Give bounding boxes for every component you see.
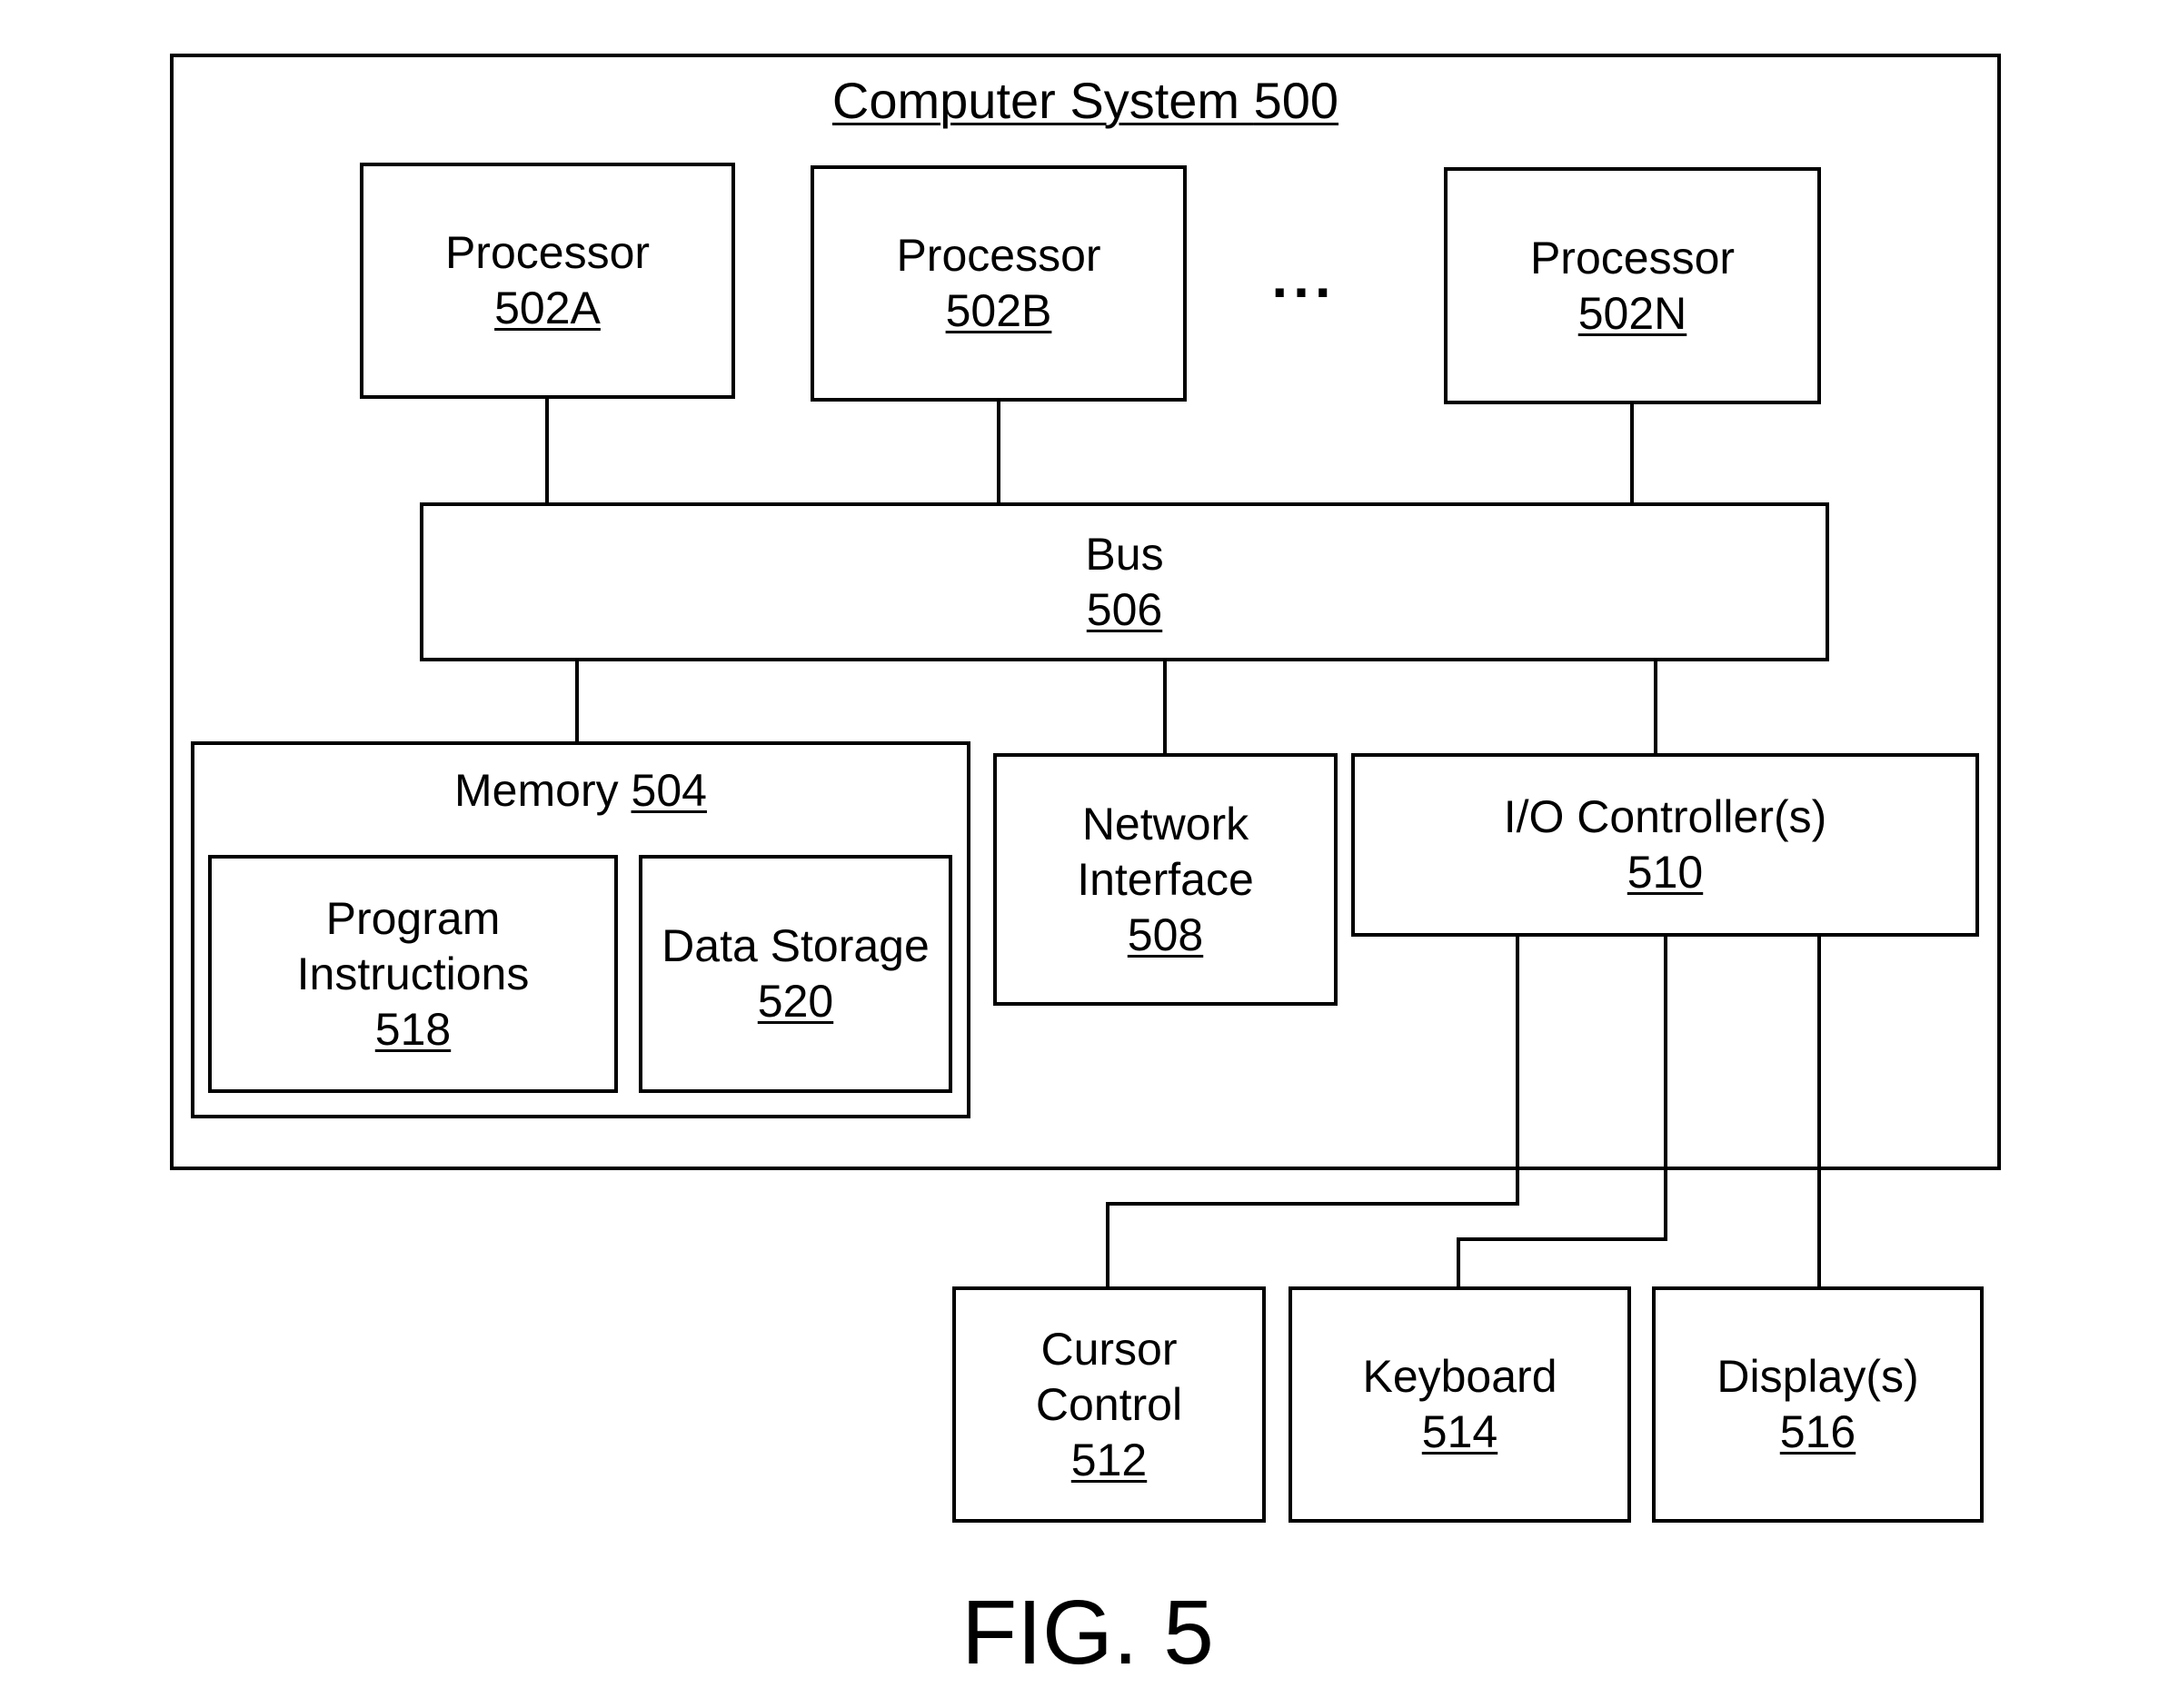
display-label: Display(s) xyxy=(1716,1349,1918,1405)
cursor-label-line2: Control xyxy=(1036,1377,1182,1433)
storage-label: Data Storage xyxy=(662,919,930,974)
io-controllers-510: I/O Controller(s) 510 xyxy=(1351,753,1979,937)
processor-502b: Processor 502B xyxy=(811,165,1187,402)
network-label-line2: Interface xyxy=(1077,852,1254,908)
processor-number: 502B xyxy=(946,283,1052,339)
bus-label: Bus xyxy=(1085,527,1163,582)
io-label: I/O Controller(s) xyxy=(1504,789,1827,845)
data-storage-520: Data Storage 520 xyxy=(639,855,952,1093)
keyboard-number: 514 xyxy=(1422,1405,1497,1460)
processor-label: Processor xyxy=(896,228,1100,283)
program-instructions-518: Program Instructions 518 xyxy=(208,855,618,1093)
keyboard-label: Keyboard xyxy=(1362,1349,1557,1405)
cursor-label-line1: Cursor xyxy=(1040,1322,1177,1377)
program-number: 518 xyxy=(375,1002,451,1058)
processor-502n: Processor 502N xyxy=(1444,167,1821,404)
network-label-line1: Network xyxy=(1082,797,1249,852)
program-label-line2: Instructions xyxy=(297,947,530,1002)
program-label-line1: Program xyxy=(326,891,501,947)
processor-number: 502N xyxy=(1578,286,1687,342)
cursor-control-512: Cursor Control 512 xyxy=(952,1286,1266,1523)
memory-title: Memory 504 xyxy=(454,763,707,819)
network-number: 508 xyxy=(1128,908,1203,963)
processor-number: 502A xyxy=(494,281,601,336)
cursor-number: 512 xyxy=(1071,1433,1147,1488)
network-interface-508: Network Interface 508 xyxy=(993,753,1338,1006)
display-number: 516 xyxy=(1780,1405,1856,1460)
figure-label: FIG. 5 xyxy=(815,1581,1360,1685)
keyboard-514: Keyboard 514 xyxy=(1288,1286,1631,1523)
bus-506: Bus 506 xyxy=(420,502,1829,661)
system-title-text: Computer System 500 xyxy=(832,72,1338,129)
displays-516: Display(s) 516 xyxy=(1652,1286,1984,1523)
io-number: 510 xyxy=(1627,845,1703,900)
processor-label: Processor xyxy=(445,225,650,281)
processor-502a: Processor 502A xyxy=(360,163,735,399)
computer-system-title: Computer System 500 xyxy=(170,71,2001,130)
processor-label: Processor xyxy=(1530,231,1735,286)
storage-number: 520 xyxy=(758,974,833,1029)
ellipsis: ... xyxy=(1254,243,1354,311)
bus-number: 506 xyxy=(1087,582,1162,638)
